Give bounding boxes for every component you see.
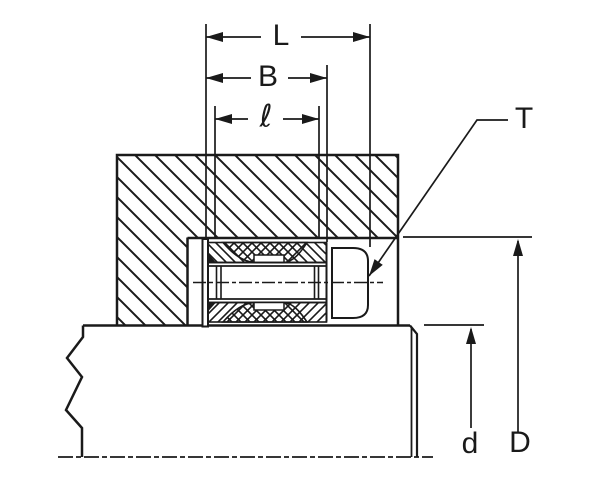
dim-label-d: d bbox=[461, 427, 479, 460]
arrow-ell-right bbox=[302, 114, 319, 124]
cage-pocket-top bbox=[253, 254, 285, 264]
arrow-T-leader bbox=[369, 259, 383, 276]
cage-lip-detail-top bbox=[208, 253, 216, 263]
arrow-D-up bbox=[513, 239, 523, 256]
arrow-B-right bbox=[310, 73, 327, 83]
cage-pocket-bottom bbox=[253, 301, 285, 311]
arrow-L-left bbox=[206, 32, 223, 42]
arrow-ell-left bbox=[215, 114, 232, 124]
dim-label-T: T bbox=[514, 102, 534, 135]
shaft-break-line bbox=[64, 325, 85, 457]
dim-label-L: L bbox=[272, 19, 290, 52]
arrow-L-right bbox=[353, 32, 370, 42]
shaft-section bbox=[64, 324, 419, 457]
arrow-B-left bbox=[206, 73, 223, 83]
cage-lip-detail-bottom bbox=[208, 302, 216, 312]
dim-label-B: B bbox=[257, 60, 279, 93]
dim-label-D: D bbox=[509, 426, 531, 459]
bearing-assembly bbox=[193, 238, 383, 328]
dim-label-ell: ℓ bbox=[259, 98, 273, 135]
roller-envelope-lines bbox=[208, 261, 327, 304]
arrow-d-up bbox=[466, 327, 476, 344]
dimension-arrowheads bbox=[206, 32, 523, 344]
leader-line-T bbox=[368, 119, 508, 277]
